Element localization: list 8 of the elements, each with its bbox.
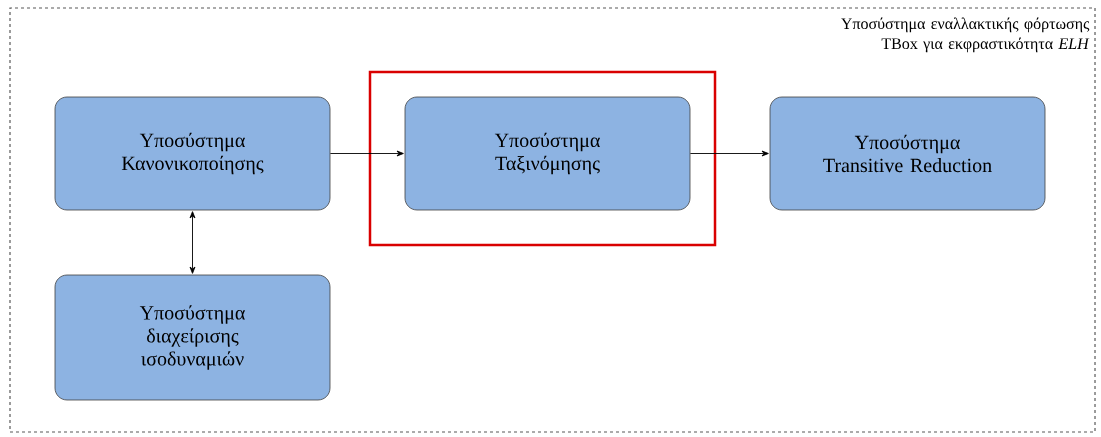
arrow (689, 150, 769, 157)
subsystem-box: Υποσύστημα Κανονικοποίησης (54, 96, 331, 211)
subsystem-box: Υποσύστημα Transitive Reduction (769, 96, 1046, 211)
highlight-frame (368, 70, 717, 247)
subsystem-box: Υποσύστημα διαχείρισης ισοδυναμιών (54, 274, 331, 401)
arrow (329, 150, 404, 157)
arrow (189, 211, 196, 274)
subsystem-box: Υποσύστημα Ταξινόμησης (404, 96, 691, 211)
